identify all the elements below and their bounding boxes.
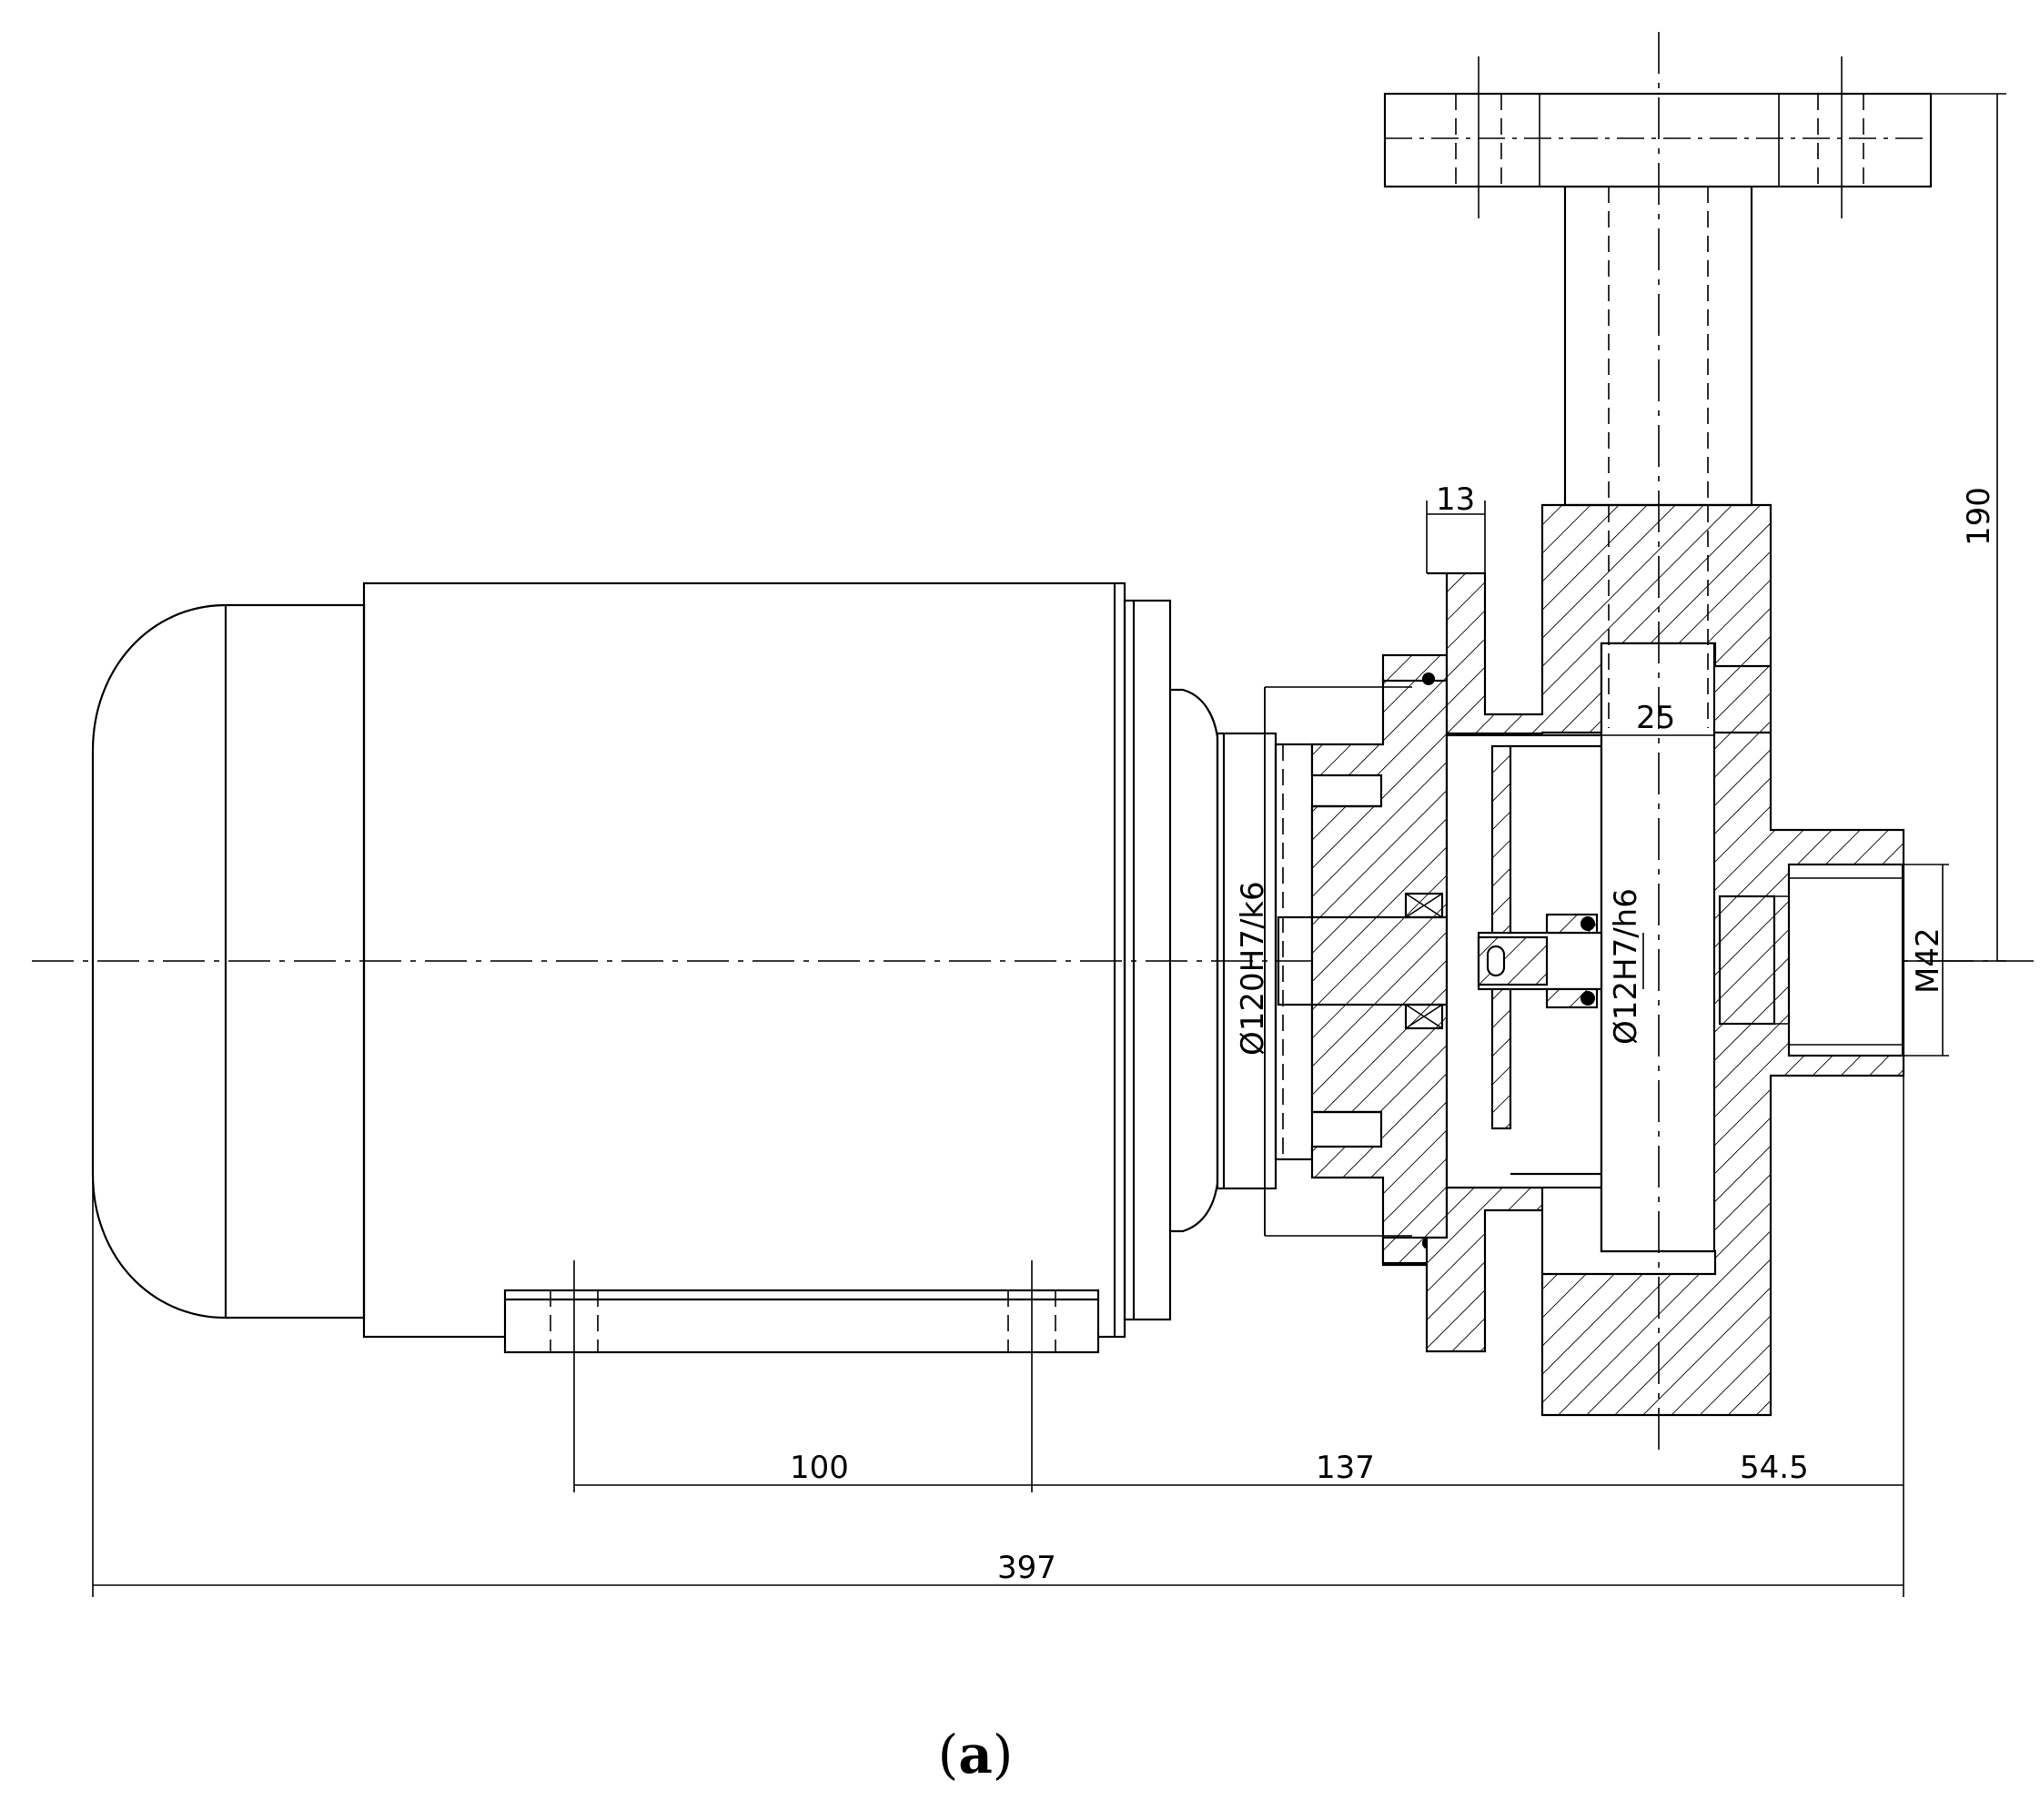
dim-shaft-fit: Ø12H7/h6 (1608, 888, 1644, 1045)
motor-body (362, 581, 1126, 1339)
dim-height: 190 (1961, 487, 1997, 546)
dimensions: 13 25 190 Ø120H7/k6 Ø12H7/h6 M42 100 137… (92, 93, 2006, 1597)
motor-end-shield (1123, 599, 1172, 1321)
discharge-flange (1383, 32, 1933, 1456)
dim-thread: M42 (1910, 927, 1946, 994)
dim-axis-to-outlet: 54.5 (1740, 1450, 1809, 1486)
suction-port (1787, 863, 1904, 1057)
dim-overall-length: 397 (997, 1550, 1056, 1586)
dim-foot-spacing: 100 (790, 1450, 849, 1486)
caption-letter: a (958, 1724, 993, 1785)
caption-open: ( (938, 1724, 959, 1785)
impeller (1600, 642, 1716, 1253)
figure-caption: (a) (938, 1724, 1014, 1785)
motor (91, 581, 1278, 1492)
dim-motor-fit: Ø120H7/k6 (1235, 881, 1271, 1056)
caption-close: ) (993, 1724, 1014, 1785)
pump-casing (1425, 503, 1905, 1417)
dim-flange-thickness: 13 (1436, 481, 1475, 518)
motor-foot (503, 1289, 1100, 1354)
dim-foot-to-axis: 137 (1316, 1450, 1375, 1486)
dim-impeller-width: 25 (1636, 700, 1675, 736)
top-flange (1383, 92, 1933, 188)
